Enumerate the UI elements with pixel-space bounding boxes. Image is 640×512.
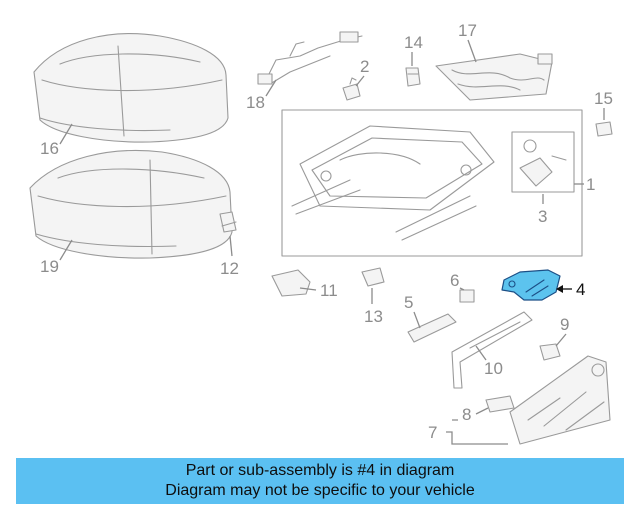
part-2-clip	[342, 77, 361, 101]
part-6-cap	[459, 289, 475, 303]
part-13-clip	[361, 267, 385, 287]
leader-5	[413, 311, 421, 329]
part-16-cushion-pad	[33, 33, 229, 143]
sub-box-3	[511, 131, 575, 193]
part-1-seat-frame-assembly	[281, 109, 583, 257]
part-12-clip	[219, 211, 237, 233]
callout-14: 14	[404, 33, 423, 52]
callout-8: 8	[462, 405, 471, 424]
part-19-cushion-cover	[29, 149, 233, 259]
callout-3: 3	[538, 207, 547, 226]
callout-7: 7	[428, 423, 437, 442]
part-8-small-trim	[485, 395, 515, 413]
part-15-bracket	[595, 121, 613, 137]
callout-5: 5	[404, 293, 413, 312]
callout-2: 2	[360, 57, 369, 76]
callout-1: 1	[586, 175, 595, 194]
leader-10	[475, 345, 487, 361]
leader-7	[446, 419, 508, 445]
leader-12	[229, 235, 233, 257]
part-10-frame-rod	[451, 311, 533, 389]
callout-13: 13	[364, 307, 383, 326]
leader-18	[265, 79, 277, 97]
leader-6	[459, 287, 465, 291]
callout-15: 15	[594, 89, 613, 108]
part-11-cover	[271, 269, 311, 297]
banner-line-1: Part or sub-assembly is #4 in diagram	[185, 462, 455, 479]
callout-6: 6	[450, 271, 459, 290]
info-banner: Part or sub-assembly is #4 in diagram Di…	[16, 458, 624, 504]
banner-line-2: Diagram may not be specific to your vehi…	[165, 482, 475, 499]
leader-2	[355, 75, 365, 87]
callout-16: 16	[40, 139, 59, 158]
callout-19: 19	[40, 257, 59, 276]
part-5-trim	[407, 313, 457, 343]
part-14-connector	[405, 67, 421, 87]
leader-16	[59, 123, 73, 145]
callout-4: 4	[576, 280, 585, 299]
callout-10: 10	[484, 359, 503, 378]
leader-17	[467, 39, 477, 63]
callout-12: 12	[220, 259, 239, 278]
callout-11: 11	[320, 281, 338, 300]
callout-17: 17	[458, 21, 477, 40]
leader-4-arrowhead	[556, 285, 563, 293]
part-17-heater-mat	[435, 53, 553, 101]
leader-8	[475, 407, 489, 415]
leader-9	[555, 333, 567, 347]
assembly-box	[281, 109, 583, 257]
leader-11	[299, 287, 317, 291]
callout-18: 18	[246, 93, 265, 112]
part-7-side-shield	[509, 355, 611, 445]
part-18-wire-harness	[257, 31, 363, 85]
part-9-fastener	[539, 343, 561, 361]
leader-19	[59, 239, 73, 261]
callout-9: 9	[560, 315, 569, 334]
part-4-bracket-highlighted	[501, 269, 561, 301]
